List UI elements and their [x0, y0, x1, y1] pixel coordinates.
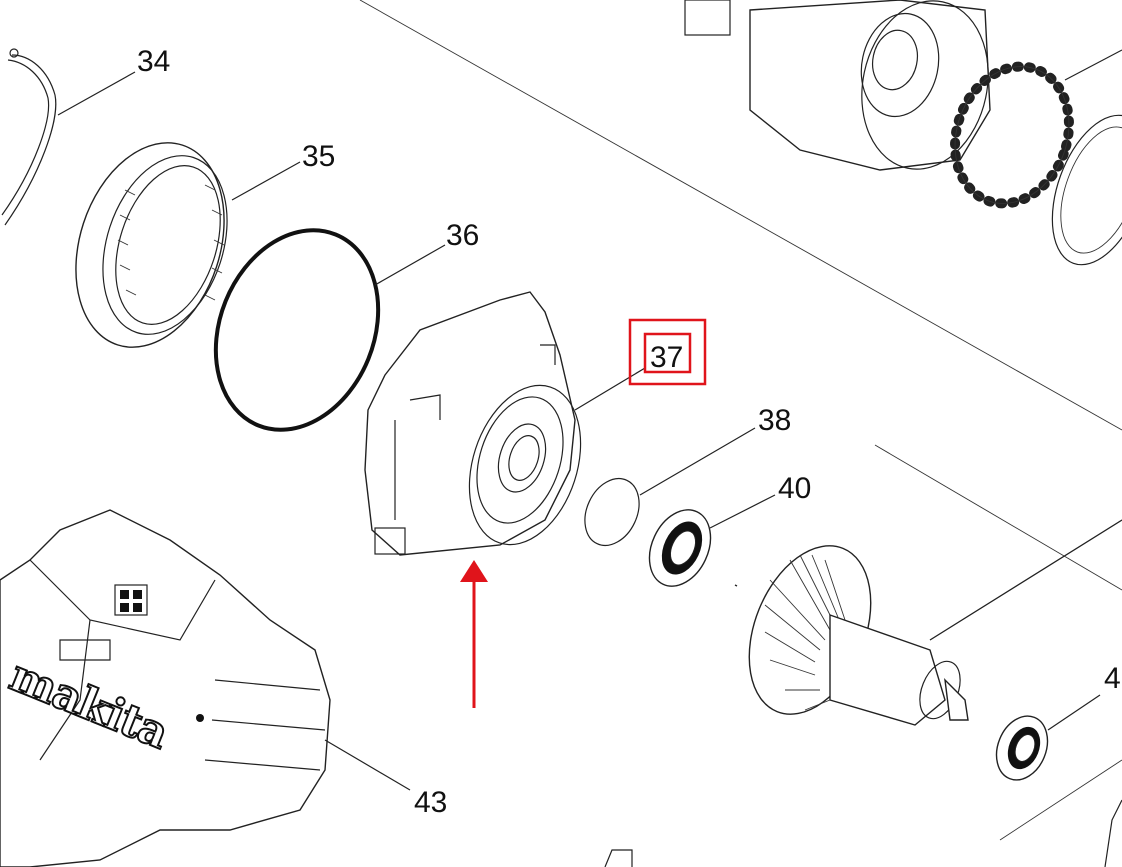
label-36: 36: [446, 219, 479, 252]
label-34: 34: [137, 45, 170, 78]
part-40-bearing: [648, 494, 776, 587]
part-34-retaining-ring: [1, 48, 136, 226]
label-43: 43: [414, 786, 447, 819]
armature: [734, 519, 1122, 726]
part-35-ring-gear: [75, 142, 301, 348]
label-37: 37: [650, 341, 683, 374]
ball-race: [950, 61, 1074, 209]
part-36-o-ring: [213, 228, 446, 432]
part-38-ring: [584, 427, 756, 547]
label-40: 40: [778, 472, 811, 505]
tool-body: makita: [0, 509, 411, 867]
highlight-arrow: [460, 560, 488, 708]
part-4x-bearing: [995, 694, 1101, 781]
highlight-box: [628, 318, 707, 386]
part-37-housing: [364, 291, 646, 556]
highlight-inner-box: [643, 332, 692, 374]
label-4x: 4: [1104, 662, 1121, 695]
small-bottom-parts: [604, 799, 1122, 867]
part-number-labels: 34 35 36 37 38 40 4 43: [137, 45, 1121, 819]
label-38: 38: [758, 404, 791, 437]
top-right-assembly: [684, 0, 1122, 266]
label-35: 35: [302, 140, 335, 173]
